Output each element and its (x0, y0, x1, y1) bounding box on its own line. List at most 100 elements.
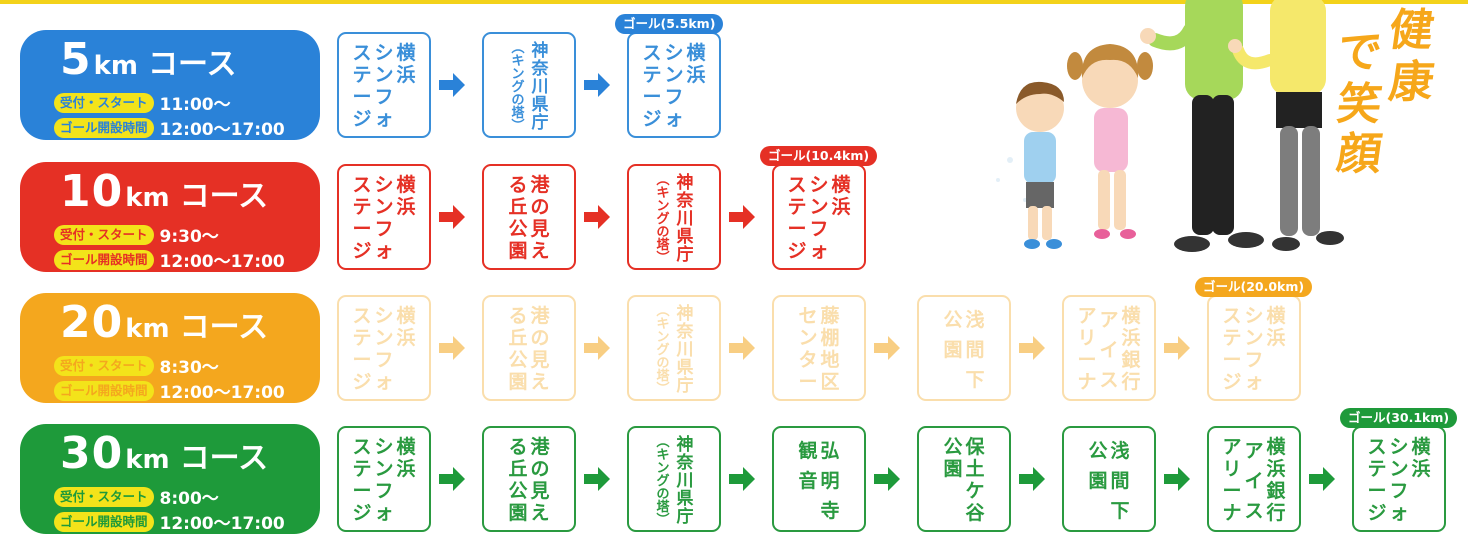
right-arrow-icon (1019, 336, 1045, 360)
stop-name-column: 横浜 (1410, 436, 1432, 480)
goal-hours-time: 12:00〜17:00 (159, 120, 285, 140)
stop-char: ン (374, 458, 394, 480)
stop-name-column: 保土ケ谷 (964, 436, 986, 524)
stop-name-column: 神奈川県庁 (674, 174, 696, 264)
stop-name-column: 横浜 (685, 42, 707, 86)
stop-name-column: 港の見え (529, 305, 551, 393)
stop-char: 銀 (1266, 480, 1286, 502)
stop-char: 神 (676, 435, 694, 455)
stop-char: シ (374, 42, 394, 64)
stop-char: フ (809, 218, 829, 240)
right-arrow-icon (439, 467, 465, 491)
stop-char: ン (1389, 458, 1409, 480)
stop-name-column: 藤棚地区 (819, 305, 841, 393)
stop-name-column: る丘公園 (507, 305, 529, 393)
stop-char: リ (1222, 458, 1242, 480)
stop-char: の (530, 458, 550, 480)
slogan: 健 康 で 笑 顔 (1326, 0, 1446, 180)
stop-char: る (508, 174, 528, 196)
stop-char: 行 (1266, 502, 1286, 524)
stop-name-column: 神奈川県庁 (529, 42, 551, 132)
stop-char: 園 (1088, 470, 1108, 492)
stop-char: の (530, 327, 550, 349)
right-arrow-icon (584, 336, 610, 360)
stop-name-column: シンフォ (1243, 305, 1265, 393)
stop-char: 奈 (531, 59, 549, 79)
stop-name-column: 横浜 (395, 305, 417, 349)
stop-char: ー (787, 218, 807, 240)
stop-char: 銀 (1121, 349, 1141, 371)
stop-name-column: 公園 (942, 305, 964, 365)
stop-char: ォ (374, 108, 394, 130)
stop-char: 横 (396, 436, 416, 458)
stop-name-column: 横浜 (395, 42, 417, 86)
stop-char: ス (352, 436, 372, 458)
stop-char: 県 (676, 489, 694, 509)
stop-char: 川 (676, 340, 694, 360)
stop-char: フ (1244, 349, 1264, 371)
stop-char: シ (1389, 436, 1409, 458)
stop-char: ン (656, 461, 670, 476)
stop-name-column: ステージ (641, 42, 663, 130)
right-arrow-icon (874, 467, 900, 491)
stop-char: 横 (831, 174, 851, 196)
stop-char: ン (664, 64, 684, 86)
goal-hours-label: ゴール開設時間 (54, 511, 154, 532)
stop-char: 横 (396, 305, 416, 327)
stop-name-column: 横浜銀行 (1120, 305, 1142, 393)
stop-name-column: アリーナ (1076, 305, 1098, 393)
goal-distance-badge: ゴール(10.4km) (760, 146, 878, 166)
stop-char: ン (374, 64, 394, 86)
stop-char: 神 (676, 304, 694, 324)
reception-time: 9:30〜 (159, 227, 219, 247)
stop-char: ス (642, 42, 662, 64)
stop-char: 港 (530, 305, 550, 327)
goal-distance-badge: ゴール(20.0km) (1195, 277, 1313, 297)
stop-box: 保土ケ谷公園 (917, 426, 1011, 532)
stop-char: ー (1222, 480, 1242, 502)
stop-box: 横浜銀行アイスアリーナ (1062, 295, 1156, 401)
stop-name-column: シンフォ (373, 305, 395, 393)
right-arrow-icon (1309, 467, 1335, 491)
stop-char: 横 (1411, 436, 1431, 458)
stop-char: 下 (1110, 500, 1130, 522)
stop-char: 下 (965, 369, 985, 391)
stop-char: ス (352, 174, 372, 196)
stop-box: 横浜シンフォステージ (1352, 426, 1446, 532)
stop-char: 明 (820, 470, 840, 492)
stop-char: の (656, 356, 670, 371)
stop-char: 丘 (508, 458, 528, 480)
stop-char: 浜 (1121, 327, 1141, 349)
stop-char: 奈 (676, 322, 694, 342)
course-distance-unit: km (125, 183, 170, 213)
stop-char: ン (656, 199, 670, 214)
course-label: コース (179, 179, 269, 214)
stop-name-column: 浅間下 (1109, 436, 1131, 526)
stop-char: ア (1099, 309, 1119, 331)
stop-char: 浜 (396, 64, 416, 86)
stop-box: 港の見える丘公園 (482, 295, 576, 401)
stop-char: ︶ (511, 119, 525, 134)
stop-char: 公 (943, 436, 963, 458)
stop-char: 浜 (831, 196, 851, 218)
stop-box: 浅間下公園 (917, 295, 1011, 401)
stop-char: の (511, 93, 525, 108)
stop-char: 土 (965, 458, 985, 480)
stop-char: ォ (809, 240, 829, 262)
stop-char: 浅 (1110, 440, 1130, 462)
adult-woman-figure (1228, 0, 1344, 251)
stop-char: シ (809, 174, 829, 196)
stop-char: 塔 (511, 106, 525, 121)
stop-name-column: 浅間下 (964, 305, 986, 395)
stop-char: シ (664, 42, 684, 64)
stop-char: ジ (352, 371, 372, 393)
stop-char: ︵ (656, 173, 670, 188)
stop-char: ス (1367, 436, 1387, 458)
stop-char: 間 (1110, 470, 1130, 492)
stop-char: ︵ (511, 41, 525, 56)
stop-char: ォ (374, 240, 394, 262)
